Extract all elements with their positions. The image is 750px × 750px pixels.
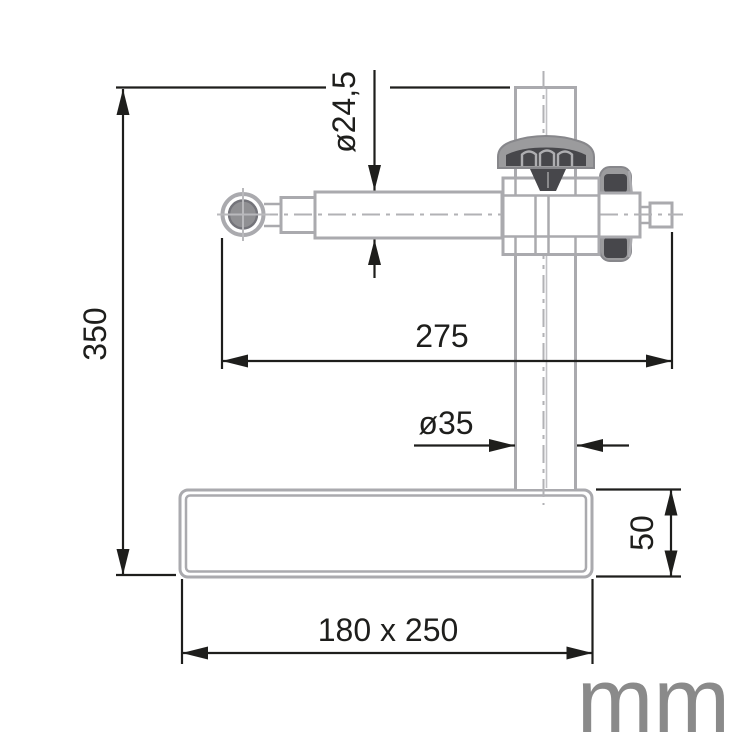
- base-plate-outer: [178, 488, 594, 579]
- clamp-knob-arch-1: [520, 150, 538, 166]
- side-knob-recess-bottom: [604, 237, 627, 258]
- dim-35-arrow-left: [577, 439, 603, 452]
- clamp-knob-arch-2: [538, 149, 556, 166]
- dimension-arm-diameter: [368, 70, 381, 278]
- dimension-base-thickness: [596, 488, 681, 578]
- dim-arm-diameter-label: ø24,5: [326, 71, 362, 153]
- base-plate: [178, 488, 594, 579]
- dim-24-arrow-up: [368, 239, 381, 265]
- clamp-knob-arch-3: [556, 150, 574, 166]
- dim-24-arrow-down: [368, 165, 381, 191]
- dim-35-arrow-right: [489, 439, 515, 452]
- dim-50-arrow-down: [664, 550, 678, 577]
- dim-180-arrow-left: [182, 646, 208, 660]
- side-knob-recess-top: [604, 174, 627, 193]
- dimension-column-diameter: [414, 439, 629, 452]
- dimension-350: [116, 86, 510, 577]
- gauge-holder: [217, 188, 270, 241]
- measuring-arm: [226, 190, 683, 240]
- dim-275-arrow-left: [222, 354, 248, 368]
- dimension-base-footprint: [180, 579, 594, 664]
- dim-275-label: 275: [415, 318, 468, 354]
- clamp-knob: [497, 134, 595, 191]
- base-plate-inner: [184, 494, 588, 573]
- dim-350-arrow-down: [116, 549, 130, 575]
- dim-275-arrow-right: [646, 354, 672, 368]
- dim-column-diameter-label: ø35: [418, 405, 473, 441]
- unit-label: mm: [577, 650, 730, 750]
- dim-350-arrow-up: [116, 89, 130, 115]
- dim-base-thickness-label: 50: [624, 515, 660, 551]
- dim-350-label: 350: [77, 307, 113, 360]
- dim-180-arrow-right: [566, 646, 593, 660]
- dimension-275: [220, 232, 674, 369]
- dim-base-footprint-label: 180 x 250: [318, 612, 459, 648]
- dim-50-arrow-up: [664, 489, 678, 516]
